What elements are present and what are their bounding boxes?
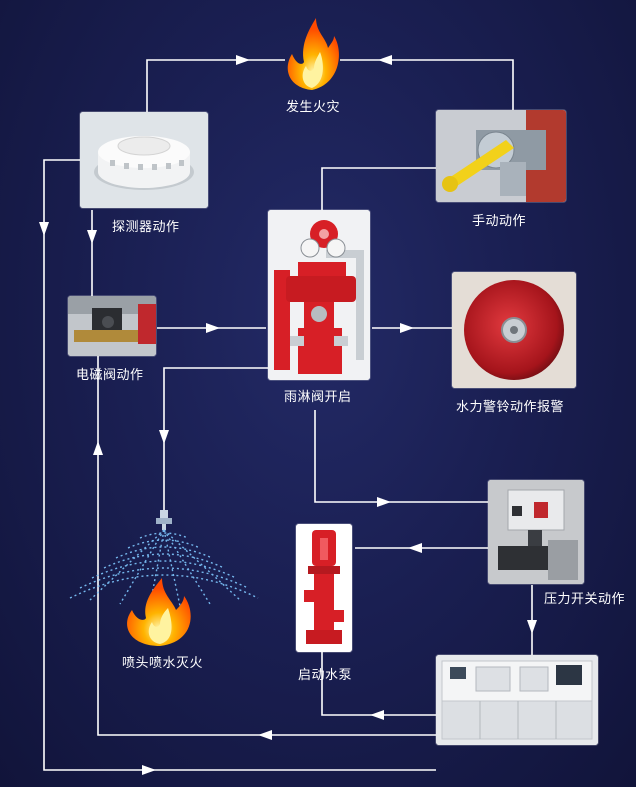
arrow-to-alarm — [400, 323, 414, 333]
connector-lines — [43, 59, 533, 771]
alarm-bell-icon — [452, 272, 576, 388]
label-detector: 探测器动作 — [112, 220, 180, 235]
water-pump-icon — [296, 524, 352, 652]
label-pressure-switch: 压力开关动作 — [544, 592, 626, 607]
arrow-up-solenoid — [93, 441, 103, 455]
deluge-valve-icon — [268, 210, 370, 380]
line-deluge-to-pressure — [314, 410, 488, 503]
arrow-to-deluge — [206, 323, 220, 333]
solenoid-valve-icon — [68, 296, 156, 356]
flame-icon — [287, 18, 339, 90]
arrow-to-fire-left — [236, 55, 250, 65]
spray-pattern — [69, 529, 259, 607]
line-control-to-solenoid — [97, 355, 436, 736]
label-fire: 发生火灾 — [286, 100, 341, 115]
line-control-to-pump — [321, 650, 436, 716]
flame-icon — [127, 578, 191, 646]
line-left-loop — [43, 159, 436, 771]
control-panel-icon — [436, 655, 598, 745]
line-manual-to-deluge — [321, 167, 436, 210]
label-manual: 手动动作 — [472, 214, 527, 229]
label-deluge-valve: 雨淋阀开启 — [284, 390, 352, 405]
pressure-switch-icon — [488, 480, 584, 584]
label-alarm-bell: 水力警铃动作报警 — [456, 400, 565, 415]
arrow-to-pump — [408, 543, 422, 553]
arrow-loop-bottom — [142, 765, 156, 775]
line-manual-to-fire — [340, 59, 514, 110]
label-pump: 启动水泵 — [298, 668, 353, 683]
smoke-detector-icon — [80, 112, 208, 208]
manual-valve-icon — [436, 110, 566, 202]
label-solenoid: 电磁阀动作 — [76, 368, 144, 383]
sprinkler-head-icon — [156, 510, 172, 530]
arrowheads — [39, 55, 537, 775]
arrow-down-detector — [87, 230, 97, 244]
arrow-to-sprinkler — [159, 430, 169, 444]
arrow-to-pressure — [377, 497, 391, 507]
line-detector-to-fire — [146, 59, 285, 112]
arrow-to-control — [527, 620, 537, 634]
arrow-to-fire-right — [378, 55, 392, 65]
arrow-control-to-pump — [370, 710, 384, 720]
line-deluge-to-sprinkler — [163, 367, 268, 510]
arrow-control-to-solenoid-left — [258, 730, 272, 740]
arrow-left-loop-down — [39, 222, 49, 236]
label-sprinkler: 喷头喷水灭火 — [122, 656, 204, 671]
